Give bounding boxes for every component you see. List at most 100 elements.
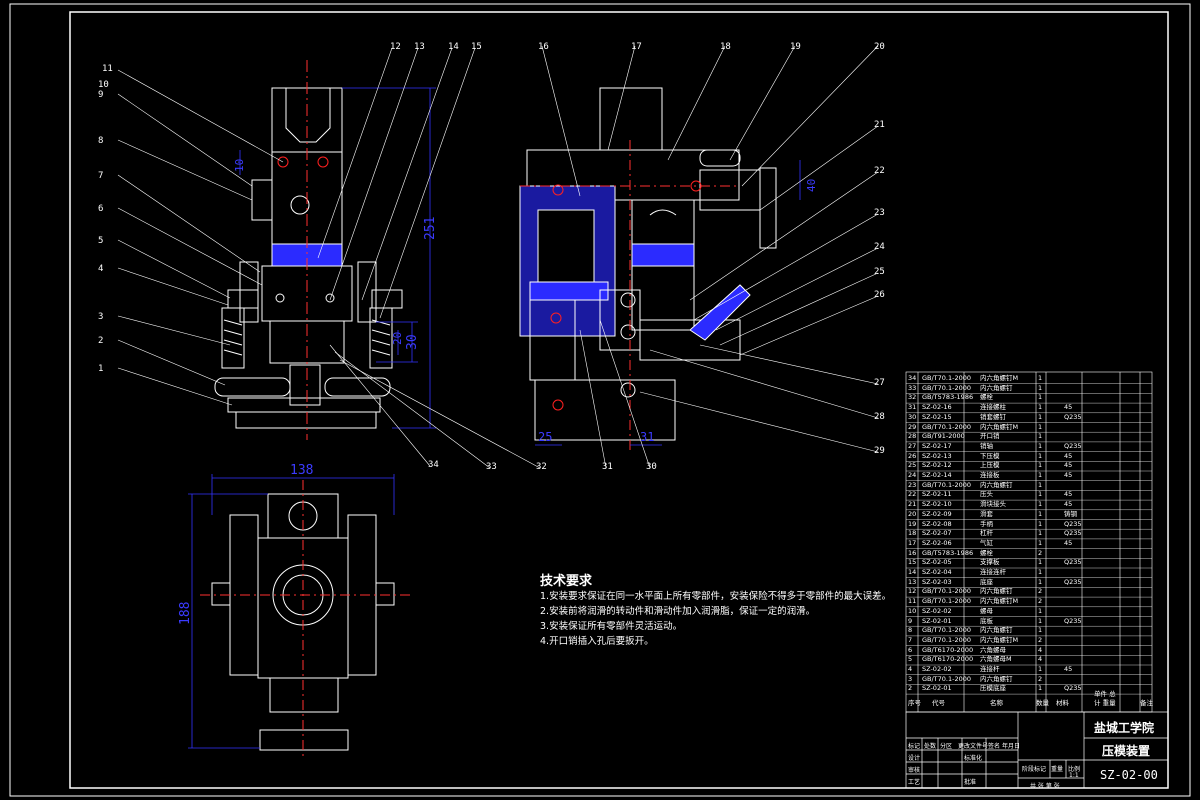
bom-cell: SZ-02-03 — [922, 577, 952, 586]
dim-138: 138 — [290, 463, 314, 478]
bom-cell: SZ-02-13 — [922, 451, 952, 460]
bom-cell: 1 — [1038, 422, 1043, 431]
tech-requirements-title: 技术要求 — [540, 574, 593, 589]
bom-cell: 45 — [1064, 490, 1073, 499]
bom-cell: SZ-02-17 — [922, 441, 952, 450]
part-number-label: 23 — [874, 208, 885, 218]
dim-10: 10 — [233, 158, 246, 172]
front-left-link — [214, 377, 291, 397]
bom-cell: SZ-02-06 — [922, 538, 952, 547]
bom-cell: 1 — [1038, 432, 1043, 441]
part-number-label: 13 — [414, 42, 425, 52]
bom-cell: 45 — [1064, 451, 1073, 460]
bom-cell: 1 — [1038, 500, 1043, 509]
bom-cell: 8 — [908, 626, 913, 635]
bom-cell: 24 — [908, 471, 917, 479]
bom-cell: 18 — [908, 529, 917, 538]
bom-cell: 45 — [1064, 665, 1073, 673]
part-number-label: 17 — [631, 42, 642, 52]
tb-designer: 设计 — [908, 755, 921, 762]
part-number-label: 18 — [720, 42, 731, 52]
side-view — [519, 87, 777, 450]
bom-cell: GB/T70.1-2000 — [922, 383, 972, 392]
part-number-label: 10 — [98, 80, 109, 90]
bom-cell: SZ-02-12 — [922, 461, 952, 470]
tb-scale: 比例 — [1068, 766, 1081, 773]
title-block-grid — [905, 711, 1169, 789]
front-screw-2 — [317, 156, 329, 168]
dim-251: 251 — [423, 216, 438, 240]
part-number-label: 24 — [874, 242, 885, 252]
bom-header-weight: 单件 总计 重量 — [1094, 690, 1116, 707]
bom-cell: 45 — [1064, 500, 1073, 509]
tb-mark: 标记 — [908, 743, 921, 750]
part-number-label: 9 — [98, 90, 104, 100]
bom-cell: 9 — [908, 616, 913, 625]
cylinder-port — [290, 195, 310, 215]
bom-cell: 2 — [1038, 635, 1043, 644]
cylinder-top-slot — [285, 88, 331, 143]
bom-cell: SZ-02-02 — [922, 606, 952, 615]
bom-cell: 滑块接头 — [980, 500, 1006, 509]
bom-cell: SZ-02-01 — [922, 684, 952, 693]
bom-cell: 1 — [1038, 461, 1043, 470]
dim-25: 25 — [538, 430, 553, 444]
bom-cell: 内六角螺钉 — [980, 626, 1013, 635]
bom-cell: 螺栓 — [980, 548, 993, 557]
bom-cell: 10 — [908, 606, 917, 615]
part-number-label: 29 — [874, 446, 885, 456]
dim-30: 30 — [405, 334, 420, 350]
bom-cell: 1 — [1038, 626, 1043, 635]
dim-188: 188 — [178, 601, 193, 625]
bom-cell: 1 — [1038, 412, 1043, 421]
bom-cell: GB/T70.1-2000 — [922, 674, 972, 683]
bom-cell: 1 — [1038, 451, 1043, 460]
bom-cell: 27 — [908, 441, 917, 450]
front-left-bracket — [239, 261, 259, 323]
bom-cell: 45 — [1064, 538, 1073, 547]
bom-cell: 1 — [1038, 403, 1043, 412]
bom-cell: GB/T70.1-2000 — [922, 422, 972, 431]
side-screw-4 — [550, 312, 562, 324]
part-number-label: 28 — [874, 412, 885, 422]
side-lever — [699, 169, 761, 211]
part-number-label: 22 — [874, 166, 885, 176]
bom-cell: 21 — [908, 500, 917, 509]
bom-cell: 连接连杆 — [980, 568, 1006, 576]
part-number-label: 21 — [874, 120, 885, 130]
top-view — [200, 480, 410, 760]
side-screw-2 — [552, 184, 564, 196]
tb-scale-value: 1:1 — [1069, 772, 1079, 779]
bom-cell: Q235 — [1064, 577, 1082, 586]
inner-frame — [69, 11, 1169, 789]
bom-cell: 螺栓 — [980, 393, 993, 402]
tb-weight: 重量 — [1051, 766, 1064, 773]
dim-31: 31 — [640, 430, 655, 444]
bom-cell: 手柄 — [980, 519, 993, 528]
front-right-bracket — [357, 261, 377, 323]
part-number-label: 31 — [602, 462, 613, 472]
bom-cell: 1 — [1038, 490, 1043, 499]
bom-cell: 12 — [908, 587, 917, 596]
top-dimensions — [188, 474, 395, 749]
bom-cell: 下压模 — [980, 451, 1000, 460]
part-number-label: 15 — [471, 42, 482, 52]
bom-cell: 4 — [1038, 655, 1043, 664]
bom-cell: GB/T5783-1986 — [922, 393, 974, 402]
bom-cell: 3 — [908, 674, 913, 683]
front-right-link — [324, 377, 391, 397]
bom-cell: SZ-02-09 — [922, 509, 952, 518]
bom-cell: 螺母 — [980, 606, 993, 615]
bom-cell: SZ-02-07 — [922, 529, 952, 538]
bom-cell: 1 — [1038, 383, 1043, 392]
bom-cell: 13 — [908, 577, 917, 586]
bom-cell: 22 — [908, 490, 917, 499]
title-school: 盐城工学院 — [1094, 721, 1155, 735]
part-number-label: 32 — [536, 462, 547, 472]
bom-cell: 11 — [908, 597, 917, 606]
bom-cell: Q235 — [1064, 529, 1082, 538]
bom-cell: 连接螺柱 — [980, 403, 1006, 412]
bom-cell: 1 — [1038, 480, 1043, 489]
front-dimensions — [239, 87, 436, 429]
